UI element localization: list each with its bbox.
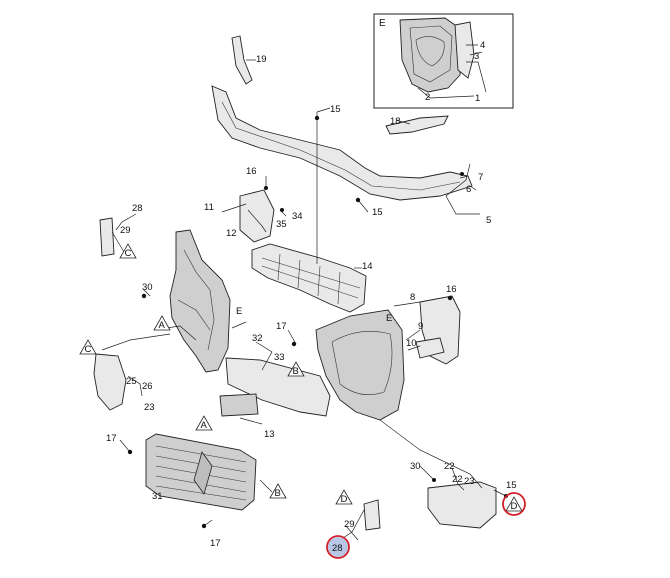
svg-text:D: D <box>511 501 518 512</box>
svg-text:C: C <box>125 248 132 259</box>
callout-6: 6 <box>466 184 471 195</box>
ref-mark-e-right: E <box>386 313 392 324</box>
callout-30-right: 30 <box>410 461 421 472</box>
inset-detail-e: E 4 3 2 1 <box>373 13 514 109</box>
callout-28-highlighted: 28 <box>326 535 350 559</box>
svg-text:B: B <box>293 366 299 377</box>
callout-9: 9 <box>418 321 423 332</box>
front-grille <box>145 433 257 511</box>
ref-mark-b-center: B <box>287 361 305 377</box>
ref-mark-c-lower: C <box>79 339 97 355</box>
callout-17-left: 17 <box>106 433 117 444</box>
callout-13: 13 <box>264 429 275 440</box>
callout-23: 23 <box>144 402 155 413</box>
callout-31: 31 <box>152 491 163 502</box>
lower-deflectors <box>363 481 497 531</box>
callout-17-bottom: 17 <box>210 538 221 549</box>
callout-14: 14 <box>362 261 373 272</box>
callout-17-center: 17 <box>276 321 287 332</box>
leader-lines <box>101 59 508 541</box>
callout-18: 18 <box>390 116 401 127</box>
callout-15-top: 15 <box>330 104 341 115</box>
callout-16-right: 16 <box>446 284 457 295</box>
callout-26: 28 <box>132 203 143 214</box>
callout-10: 10 <box>406 338 417 349</box>
svg-text:28: 28 <box>332 543 343 554</box>
svg-text:A: A <box>159 320 166 331</box>
inset-label-4: 4 <box>480 40 485 51</box>
callout-12: 12 <box>226 228 237 239</box>
callout-16-upper: 16 <box>246 166 257 177</box>
inset-letter: E <box>379 18 386 29</box>
ref-mark-e-left: E <box>236 306 242 317</box>
callout-35: 35 <box>276 219 287 230</box>
callout-22: 22 <box>452 474 463 485</box>
callout-34: 34 <box>292 211 303 222</box>
left-headlamp-bracket <box>99 189 275 373</box>
ref-mark-d-highlighted: D <box>502 492 526 516</box>
callout-8: 8 <box>410 292 415 303</box>
right-headlamp-bracket <box>315 295 461 421</box>
inset-label-3: 3 <box>474 51 479 62</box>
callout-5: 5 <box>486 215 491 226</box>
callout-27: 29 <box>120 225 131 236</box>
ref-mark-a-grille: A <box>195 415 213 431</box>
callout-11: 11 <box>204 202 214 213</box>
radiator-support <box>251 243 367 313</box>
inset-label-1: 1 <box>475 93 480 104</box>
ref-mark-b-grille: B <box>269 483 287 499</box>
lower-panels <box>93 353 331 417</box>
callout-labels: 19 15 18 7 6 5 15 16 11 12 34 35 28 29 1… <box>106 54 517 559</box>
upper-crossmember <box>211 35 473 201</box>
callout-21: 23 <box>464 476 475 487</box>
svg-text:C: C <box>85 344 92 355</box>
callout-7: 7 <box>478 172 483 183</box>
ref-mark-d-lower: D <box>335 489 353 505</box>
ref-mark-a-left: A <box>153 315 171 331</box>
callout-30-left: 30 <box>142 282 153 293</box>
callout-19: 19 <box>256 54 267 65</box>
callout-29: 29 <box>344 519 355 530</box>
ref-mark-c-upper: C <box>119 243 137 259</box>
reference-marks: C A C B A B D D E E <box>79 243 526 516</box>
callout-25: 26 <box>142 381 153 392</box>
callout-32: 32 <box>252 333 263 344</box>
svg-text:A: A <box>201 420 208 431</box>
inset-label-2: 2 <box>425 92 430 103</box>
callout-15-right: 15 <box>506 480 517 491</box>
callout-15-beam: 15 <box>372 207 383 218</box>
svg-text:B: B <box>275 488 281 499</box>
callout-20: 22 <box>444 461 455 472</box>
callout-33: 33 <box>274 352 285 363</box>
svg-text:D: D <box>341 494 348 505</box>
callout-24: 25 <box>126 376 137 387</box>
